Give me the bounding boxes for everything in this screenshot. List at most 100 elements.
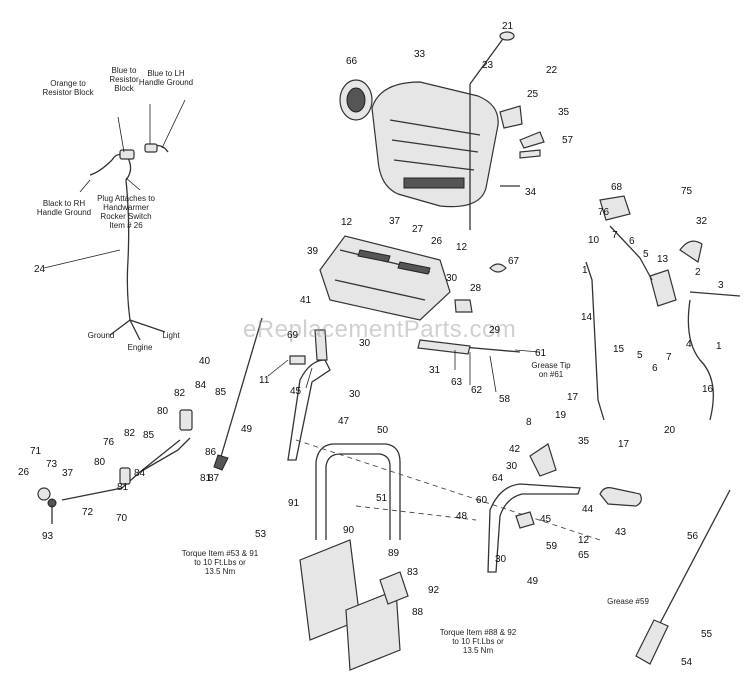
part-callout-17: 17 [618, 439, 630, 450]
part-callout-1: 1 [582, 265, 588, 276]
part-callout-2: 2 [695, 267, 701, 278]
part-callout-87: 87 [208, 473, 220, 484]
part-callout-75: 75 [681, 186, 693, 197]
part-callout-51: 51 [376, 493, 388, 504]
part-callout-76: 76 [598, 207, 610, 218]
part-callout-30: 30 [359, 338, 371, 349]
part-callout-5: 5 [637, 350, 643, 361]
part-callout-67: 67 [508, 256, 520, 267]
part-callout-7: 7 [612, 230, 618, 241]
part-callout-12: 12 [578, 535, 590, 546]
part-callout-41: 41 [300, 295, 312, 306]
part-callout-30: 30 [506, 461, 518, 472]
right-handle-and-lever [487, 443, 642, 573]
part-callout-61: 61 [535, 348, 547, 359]
left-handle-and-crank [213, 317, 331, 471]
part-callout-22: 22 [546, 65, 558, 76]
part-callout-8: 8 [526, 417, 532, 428]
part-callout-53: 53 [255, 529, 267, 540]
part-callout-57: 57 [562, 135, 574, 146]
part-callout-26: 26 [431, 236, 443, 247]
part-callout-26: 26 [18, 467, 30, 478]
part-callout-55: 55 [701, 629, 713, 640]
part-callout-68: 68 [611, 182, 623, 193]
part-callout-20: 20 [664, 425, 676, 436]
part-callout-14: 14 [581, 312, 593, 323]
part-callout-28: 28 [470, 283, 482, 294]
part-callout-5: 5 [643, 249, 649, 260]
part-callout-56: 56 [687, 531, 699, 542]
chute-control-rods [37, 409, 193, 524]
part-callout-64: 64 [492, 473, 504, 484]
part-callout-83: 83 [407, 567, 419, 578]
part-callout-92: 92 [428, 585, 440, 596]
part-callout-42: 42 [509, 444, 521, 455]
part-callout-7: 7 [666, 352, 672, 363]
part-callout-82: 82 [174, 388, 186, 399]
part-callout-60: 60 [476, 495, 488, 506]
part-callout-85: 85 [215, 387, 227, 398]
part-callout-84: 84 [134, 468, 146, 479]
part-callout-29: 29 [489, 325, 501, 336]
part-callout-37: 37 [389, 216, 401, 227]
part-callout-19: 19 [555, 410, 567, 421]
note-n-engine: Engine [127, 343, 153, 352]
part-callout-70: 70 [116, 513, 128, 524]
part-callout-35: 35 [558, 107, 570, 118]
note-n-ground: Ground [87, 331, 115, 340]
note-n-grease-59: Grease #59 [607, 597, 649, 606]
part-callout-30: 30 [495, 554, 507, 565]
part-callout-59: 59 [546, 541, 558, 552]
note-n-plug: Plug Attaches to Handwarmer Rocker Switc… [97, 194, 155, 230]
part-callout-31: 31 [429, 365, 441, 376]
part-callout-66: 66 [346, 56, 358, 67]
part-callout-4: 4 [686, 339, 692, 350]
wiring-harness [43, 99, 186, 341]
part-callout-24: 24 [34, 264, 46, 275]
part-callout-34: 34 [525, 187, 537, 198]
part-callout-48: 48 [456, 511, 468, 522]
part-callout-30: 30 [349, 389, 361, 400]
right-linkage [585, 195, 741, 421]
part-callout-69: 69 [287, 330, 299, 341]
part-callout-27: 27 [412, 224, 424, 235]
part-callout-16: 16 [702, 384, 714, 395]
part-callout-25: 25 [527, 89, 539, 100]
part-callout-45: 45 [540, 514, 552, 525]
part-callout-6: 6 [652, 363, 658, 374]
part-callout-49: 49 [241, 424, 253, 435]
note-n-black-rh: Black to RH Handle Ground [36, 199, 92, 217]
part-callout-15: 15 [613, 344, 625, 355]
part-callout-6: 6 [629, 236, 635, 247]
part-callout-13: 13 [657, 254, 669, 265]
part-callout-93: 93 [42, 531, 54, 542]
note-n-orange: Orange to Resistor Block [42, 79, 94, 97]
part-callout-23: 23 [482, 60, 494, 71]
part-callout-76: 76 [103, 437, 115, 448]
part-callout-33: 33 [414, 49, 426, 60]
part-callout-30: 30 [446, 273, 458, 284]
part-callout-71: 71 [30, 446, 42, 457]
part-callout-72: 72 [82, 507, 94, 518]
part-callout-62: 62 [471, 385, 483, 396]
note-n-torque-53-91: Torque Item #53 & 91 to 10 Ft.Lbs or 13.… [181, 549, 259, 576]
chute-rod [635, 489, 731, 665]
lower-handle-frame [295, 439, 601, 671]
part-callout-44: 44 [582, 504, 594, 515]
part-callout-80: 80 [94, 457, 106, 468]
part-callout-12: 12 [456, 242, 468, 253]
part-callout-1: 1 [716, 341, 722, 352]
part-callout-58: 58 [499, 394, 511, 405]
part-callout-35: 35 [578, 436, 590, 447]
part-callout-73: 73 [46, 459, 58, 470]
part-callout-54: 54 [681, 657, 693, 668]
part-callout-40: 40 [199, 356, 211, 367]
note-n-grease-tip: Grease Tip on #61 [531, 361, 571, 379]
part-callout-45: 45 [290, 386, 302, 397]
part-callout-11: 11 [259, 375, 270, 386]
part-callout-85: 85 [143, 430, 155, 441]
part-callout-82: 82 [124, 428, 136, 439]
part-callout-91: 91 [288, 498, 300, 509]
